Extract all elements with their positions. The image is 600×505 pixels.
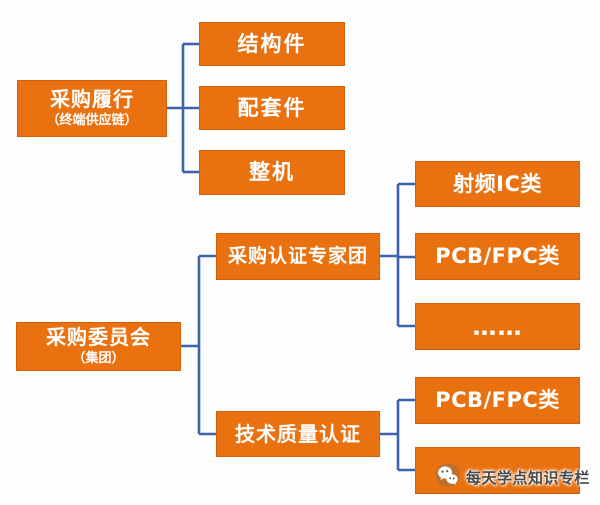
wechat-icon <box>435 462 461 492</box>
node-title: 采购委员会 <box>46 325 151 350</box>
node-ellipsis: …… <box>415 303 580 350</box>
node-subtitle: （终端供应链） <box>46 113 138 129</box>
connector-expert-team-group <box>380 182 415 328</box>
node-procurement-fulfillment: 采购履行 （终端供应链） <box>17 80 167 137</box>
connector-committee-group <box>181 254 216 436</box>
connector-fulfillment-group <box>167 42 199 174</box>
node-rf-ic-category: 射频IC类 <box>415 161 580 207</box>
node-procurement-committee: 采购委员会 （集团） <box>16 322 181 371</box>
node-pcb-fpc-category-1: PCB/FPC类 <box>415 233 580 280</box>
node-certification-expert-team: 采购认证专家团 <box>216 233 380 280</box>
node-complete-machine: 整机 <box>199 150 345 195</box>
node-tech-quality-certification: 技术质量认证 <box>216 411 380 457</box>
node-title: 采购履行 <box>50 87 134 112</box>
connector-tech-quality-group <box>380 398 415 472</box>
node-pcb-fpc-category-2: PCB/FPC类 <box>415 377 580 424</box>
node-structural-parts: 结构件 <box>199 22 345 66</box>
watermark: 每天学点知识专栏 <box>435 462 590 492</box>
watermark-text: 每天学点知识专栏 <box>466 468 591 487</box>
node-accessory-parts: 配套件 <box>199 86 345 130</box>
node-subtitle: （集团） <box>72 351 125 367</box>
